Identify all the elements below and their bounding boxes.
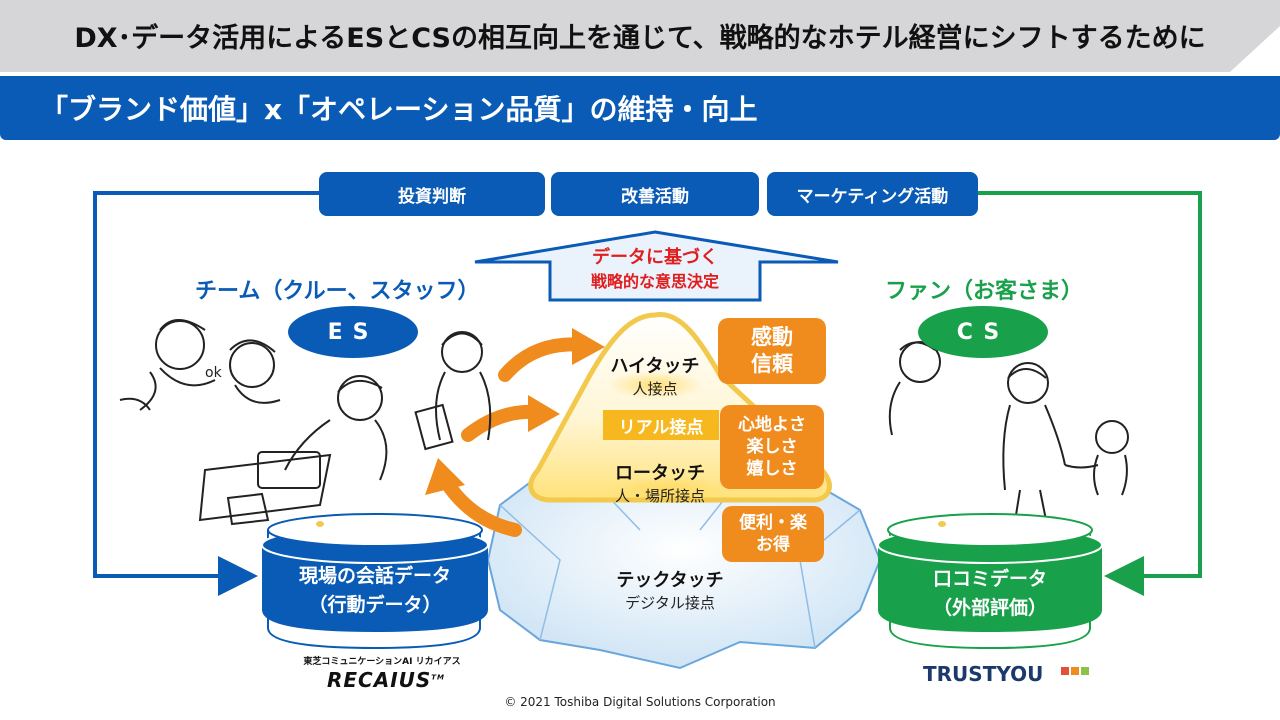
subtitle-bar (0, 76, 1280, 140)
tab-improvement: 改善活動 (551, 172, 759, 216)
value-box-low-line3: 嬉しさ (746, 459, 798, 480)
tech-touch-label: テックタッチ (616, 570, 724, 591)
right-db-cylinder (877, 513, 1103, 650)
orange-arrow-2 (461, 404, 542, 442)
subtitle: 「ブランド価値」x「オペレーション品質」の維持・向上 (40, 93, 758, 126)
right-loop-line (978, 191, 1202, 596)
left-db-line2: （行動データ） (308, 593, 442, 616)
value-box-low-line1: 心地よさ (738, 414, 806, 435)
recaius-caption: 東芝コミュニケーションAI リカイアス (303, 657, 461, 667)
value-box-low-line2: 楽しさ (746, 436, 798, 457)
es-pill: ES (288, 306, 418, 358)
value-box-low: 心地よさ 楽しさ 嬉しさ (720, 405, 824, 489)
left-db-label: 現場の会話データ （行動データ） (262, 562, 488, 619)
recaius-tm: TM (431, 673, 446, 682)
right-db-label: 口コミデータ （外部評価） (878, 565, 1102, 622)
team-illustration (119, 319, 492, 526)
ok-text: ok (205, 365, 223, 381)
left-loop-line (93, 191, 320, 596)
tab-marketing: マーケティング活動 (767, 172, 978, 216)
value-box-tech-line2: お得 (756, 535, 790, 555)
fan-illustration (888, 341, 1129, 541)
decision-arrow-shape (474, 230, 839, 302)
left-db-cylinder (261, 513, 489, 650)
recaius-logo: RECAIUSTM (316, 668, 456, 692)
value-box-high-line1: 感動 (751, 324, 793, 349)
decision-line2: 戦略的な意思決定 (590, 272, 719, 291)
right-db-line2: （外部評価） (932, 596, 1047, 619)
team-title: チーム（クルー、スタッフ） (195, 279, 480, 304)
high-touch: ハイタッチ 人接点 (595, 352, 715, 399)
decision-arrow-label: データに基づく 戦略的な意思決定 (550, 246, 760, 294)
decision-line1: データに基づく (592, 247, 718, 268)
value-box-high-line2: 信頼 (751, 352, 793, 376)
trustyou-logo: TRUSTYOU (923, 662, 1044, 686)
right-db-line1: 口コミデータ (932, 568, 1047, 590)
fan-title: ファン（お客さま） (885, 279, 1084, 304)
page-title: DX･データ活用によるESとCSの相互向上を通じて、戦略的なホテル経営にシフトす… (74, 22, 1206, 54)
tech-touch-sub: デジタル接点 (625, 594, 715, 612)
high-touch-sub: 人接点 (632, 380, 678, 398)
title-banner (0, 0, 1280, 72)
low-touch-label: ロータッチ (615, 463, 705, 484)
left-db-line1: 現場の会話データ (298, 565, 451, 587)
tab-investment: 投資判断 (319, 172, 545, 216)
cs-pill: CS (918, 306, 1048, 358)
tech-touch: テックタッチ デジタル接点 (605, 566, 735, 613)
value-box-tech: 便利・楽 お得 (722, 506, 824, 562)
value-box-high: 感動 信頼 (718, 318, 826, 384)
high-touch-label: ハイタッチ (610, 356, 700, 377)
value-box-tech-line1: 便利・楽 (739, 512, 807, 533)
copyright: © 2021 Toshiba Digital Solutions Corpora… (504, 695, 776, 709)
real-touch-label: リアル接点 (603, 410, 719, 440)
low-touch-sub: 人・場所接点 (614, 487, 705, 505)
recaius-name: RECAIUS (326, 668, 432, 692)
low-touch: ロータッチ 人・場所接点 (595, 459, 725, 506)
